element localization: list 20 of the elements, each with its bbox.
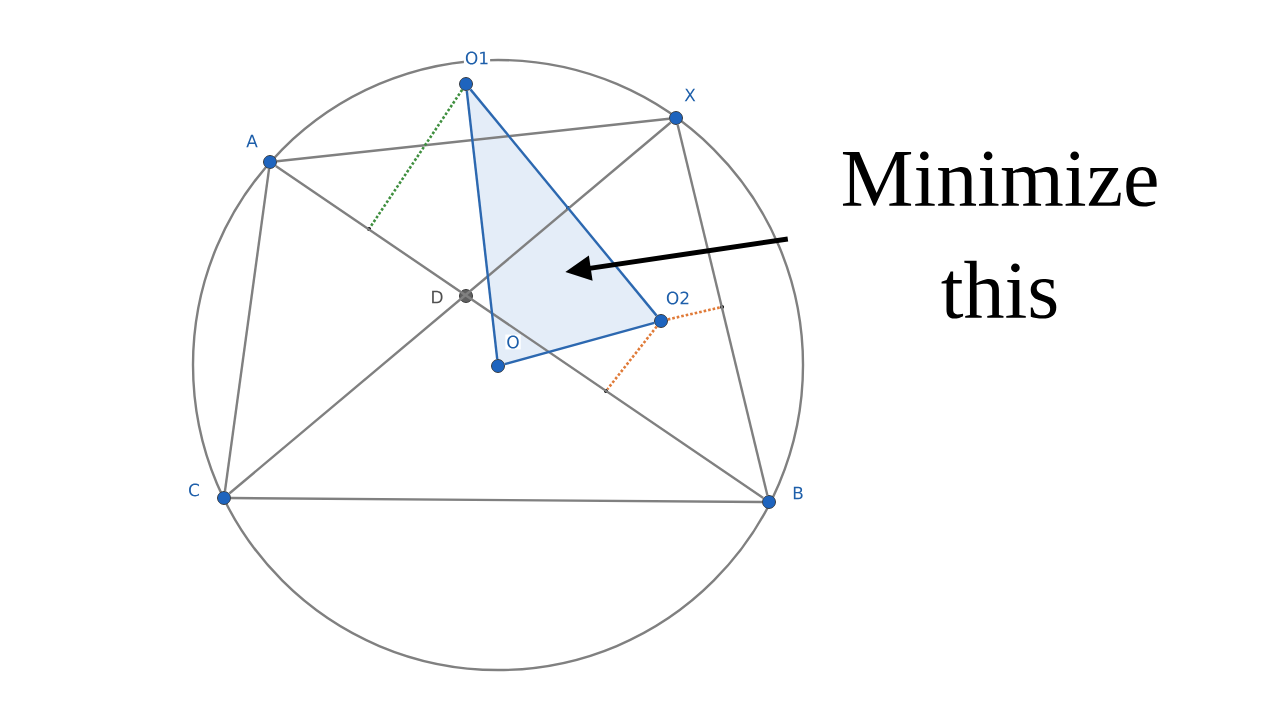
segment bbox=[606, 325, 658, 391]
point-label: D bbox=[429, 289, 445, 305]
segment bbox=[275, 164, 764, 500]
segment bbox=[223, 168, 271, 492]
segment bbox=[230, 496, 763, 504]
point-label: X bbox=[683, 87, 697, 103]
segment bbox=[369, 89, 464, 228]
segment bbox=[276, 117, 670, 163]
annotation-text: Minimize this bbox=[842, 151, 1157, 319]
segment bbox=[676, 124, 769, 496]
segment bbox=[667, 306, 721, 321]
point-label: O1 bbox=[463, 50, 491, 66]
segment bbox=[465, 90, 499, 360]
point-label: C bbox=[187, 482, 201, 498]
segment bbox=[504, 321, 655, 366]
point-label: A bbox=[245, 133, 259, 149]
segment bbox=[469, 88, 658, 317]
point-label: O2 bbox=[664, 290, 692, 306]
point-label: B bbox=[791, 485, 805, 501]
segment bbox=[228, 121, 672, 495]
